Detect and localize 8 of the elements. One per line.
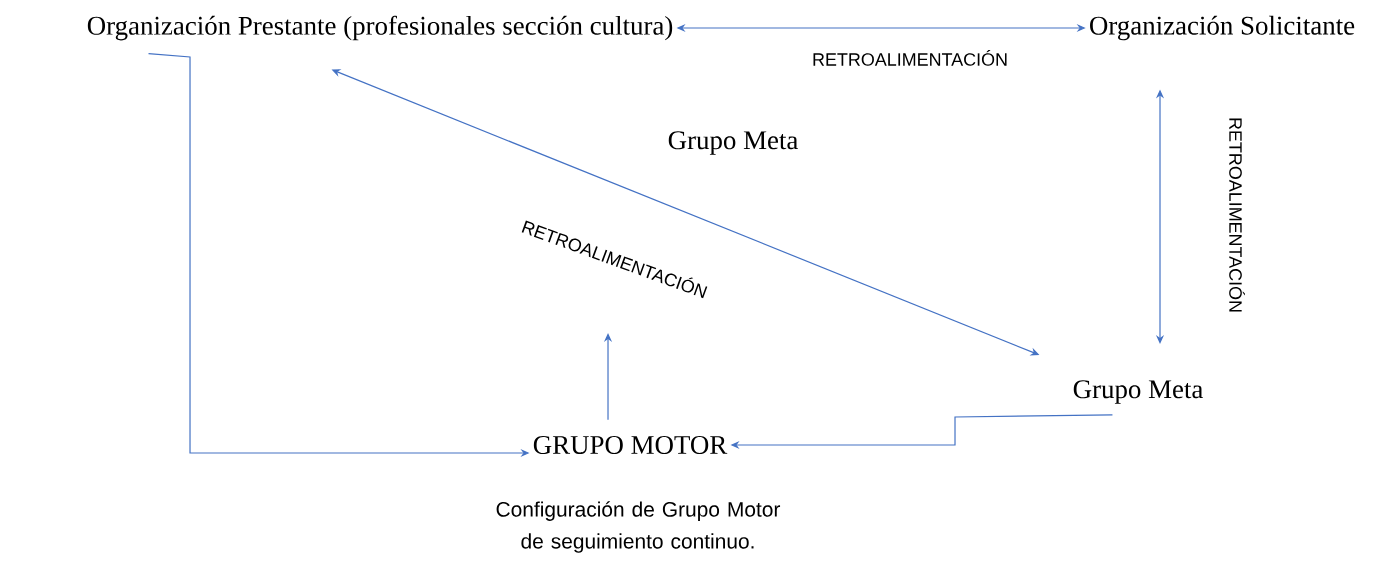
label-text: Grupo Meta	[668, 131, 798, 155]
node-text: Grupo Meta	[1073, 380, 1203, 404]
edge-label: RETROALIMENTACIÓN	[1228, 116, 1246, 314]
node-text: Organización Solicitante	[1090, 15, 1355, 41]
node-text: GRUPO MOTOR	[533, 435, 728, 455]
caption-text: Configuración de Grupo Motor de seguimiento continuo.	[496, 501, 781, 553]
node-text: Organización Prestante (profesionales sección cultura)	[87, 15, 673, 41]
edge-label: RETROALIMENTACIÓN	[811, 49, 1009, 67]
